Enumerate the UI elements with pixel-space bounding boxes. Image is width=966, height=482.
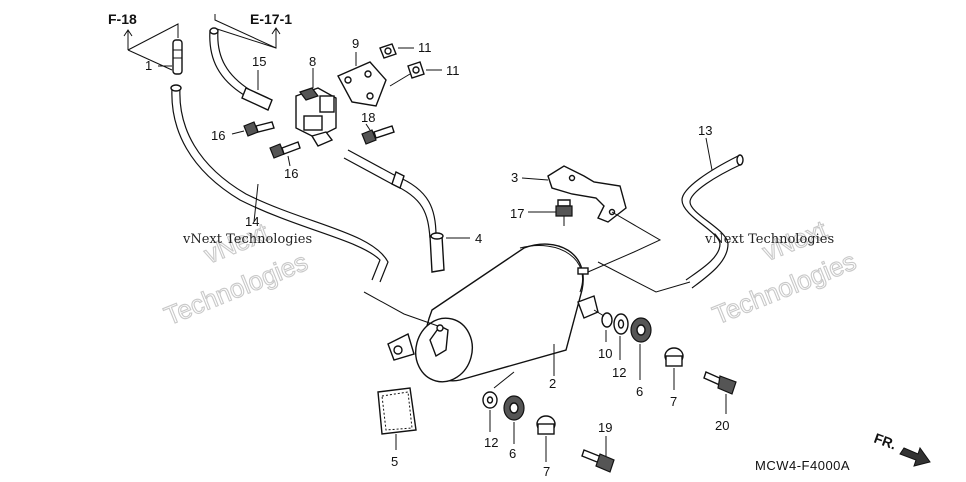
- part-11-nut-bottom: [389, 61, 442, 87]
- watermark-left: vNext Technologies vNext Technologies: [159, 216, 312, 332]
- callout-5: 5: [391, 454, 398, 469]
- callout-9: 9: [352, 36, 359, 51]
- part-19-bolt: [581, 436, 615, 473]
- part-15-hose: [209, 27, 273, 111]
- callout-16-lower: 16: [284, 166, 298, 181]
- callout-8: 8: [309, 54, 316, 69]
- watermark-small-right: vNext Technologies: [704, 232, 834, 247]
- callouts: 1 2 3 4 5 6 6 7 7 8 9 10 11 11 12 12 13 …: [145, 36, 729, 479]
- part-6-grommet-lower: [503, 395, 525, 444]
- ref-f18-label: F-18: [108, 11, 137, 27]
- part-20-bolt: [703, 371, 737, 414]
- part-7-collar-lower: [536, 415, 556, 462]
- part-18-bolt: [361, 123, 395, 145]
- callout-15: 15: [252, 54, 266, 69]
- part-13-hose: [681, 137, 744, 289]
- part-5-pad: [377, 387, 417, 450]
- callout-12-right: 12: [612, 365, 626, 380]
- guide-lines: [363, 211, 691, 389]
- callout-2: 2: [549, 376, 556, 391]
- part-12-washer-lower: [482, 391, 498, 432]
- part-1-connector: [158, 39, 183, 75]
- watermark-small-left: vNext Technologies: [182, 232, 312, 247]
- callout-7-lower: 7: [543, 464, 550, 479]
- callout-1: 1: [145, 58, 152, 73]
- ref-e171: E-17-1: [213, 11, 292, 49]
- part-6-grommet-right: [630, 317, 652, 380]
- callout-13: 13: [698, 123, 712, 138]
- ref-f18: F-18: [108, 11, 179, 71]
- callout-10: 10: [598, 346, 612, 361]
- callout-18: 18: [361, 110, 375, 125]
- ref-arrow-icon: [123, 29, 133, 50]
- ref-arrow-icon: [214, 14, 281, 49]
- part-11-nut-top: [379, 43, 414, 59]
- callout-4: 4: [475, 231, 482, 246]
- callout-14: 14: [245, 214, 259, 229]
- part-14-hose: [170, 84, 389, 283]
- ref-e171-label: E-17-1: [250, 11, 292, 27]
- watermark-right: vNext Technologies vNext Technologies: [704, 213, 861, 330]
- part-12-washer-right: [613, 313, 629, 360]
- part-3-bracket: [521, 165, 627, 223]
- front-arrow-icon: [899, 446, 931, 467]
- callout-6-lower: 6: [509, 446, 516, 461]
- callout-6-right: 6: [636, 384, 643, 399]
- callout-11-bottom: 11: [446, 63, 460, 78]
- diagram-code: MCW4-F4000A: [755, 458, 850, 473]
- part-4-hose: [343, 149, 470, 273]
- callout-11-top: 11: [418, 40, 432, 55]
- part-16-bolt-upper: [231, 121, 275, 137]
- part-7-collar-right: [664, 347, 684, 390]
- callout-12-lower: 12: [484, 435, 498, 450]
- callout-19: 19: [598, 420, 612, 435]
- callout-3: 3: [511, 170, 518, 185]
- callout-16-upper: 16: [211, 128, 225, 143]
- part-9-bracket: [337, 52, 387, 107]
- front-direction-indicator: FR.: [872, 430, 931, 467]
- part-8-solenoid-valve: [295, 68, 337, 147]
- part-17-bolt: [528, 199, 573, 226]
- part-10-collar: [601, 312, 613, 342]
- front-label: FR.: [872, 430, 899, 453]
- part-2-canister: [387, 243, 599, 383]
- callout-17: 17: [510, 206, 524, 221]
- callout-7-right: 7: [670, 394, 677, 409]
- part-16-bolt-lower: [269, 141, 301, 167]
- callout-20: 20: [715, 418, 729, 433]
